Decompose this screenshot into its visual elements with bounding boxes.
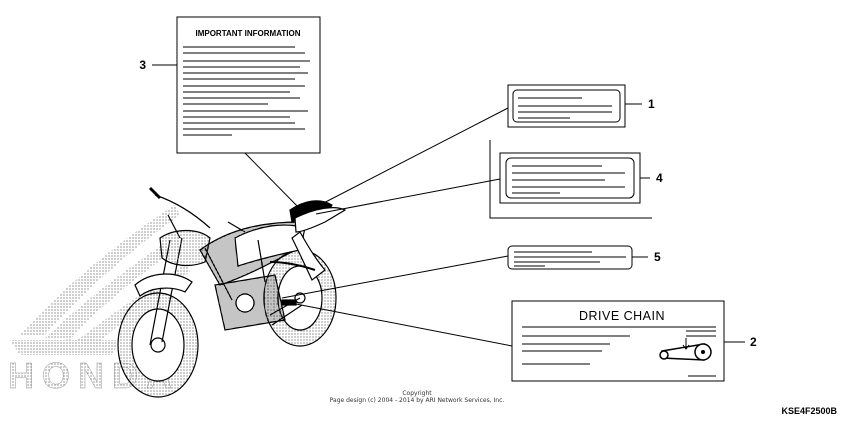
callout-5: 5 — [654, 250, 661, 264]
important-information-title: IMPORTANT INFORMATION — [195, 29, 300, 38]
callout-3: 3 — [139, 58, 146, 72]
frame — [204, 239, 266, 301]
callout-4: 4 — [656, 171, 663, 185]
side-cover — [291, 231, 326, 281]
engine-cover — [235, 293, 255, 313]
label-3-important-information: IMPORTANT INFORMATION 3 — [139, 16, 321, 154]
label-2-drive-chain: DRIVE CHAIN 2 — [511, 300, 757, 382]
exhaust-pipe — [269, 261, 316, 271]
copyright-line-1: Copyright — [402, 390, 432, 397]
location-bracket — [489, 140, 652, 219]
left-grip — [148, 186, 162, 200]
chain-diagram-icon — [659, 338, 712, 361]
callout-2: 2 — [750, 335, 757, 349]
swingarm-label-area — [281, 299, 297, 306]
number-plate — [159, 229, 211, 267]
motorcycle-illustration — [117, 186, 347, 398]
diagram-code: KSE4F2500B — [781, 406, 837, 416]
label-4: 4 — [489, 140, 663, 219]
front-fender — [134, 273, 193, 297]
label-5: 5 — [507, 245, 661, 270]
copyright-line-2: Page design (c) 2004 - 2014 by ARI Netwo… — [330, 397, 505, 404]
drive-chain-title: DRIVE CHAIN — [579, 309, 665, 323]
leader-lines — [244, 107, 513, 347]
callout-1: 1 — [648, 97, 655, 111]
label-1: 1 — [507, 84, 655, 128]
